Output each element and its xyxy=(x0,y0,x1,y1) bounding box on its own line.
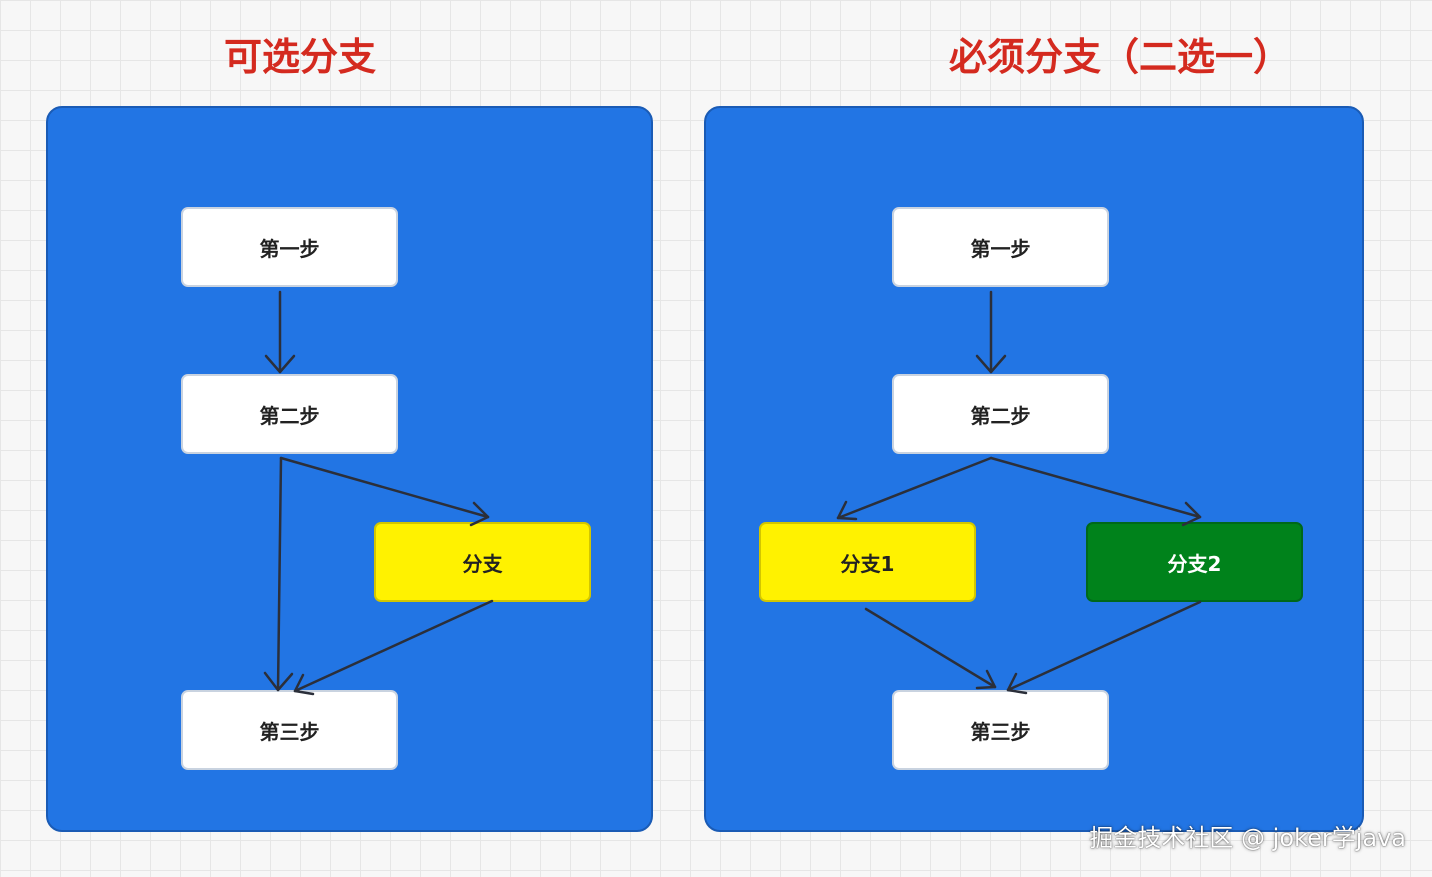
right-branch1-node: 分支1 xyxy=(759,522,976,602)
left-step1-node: 第一步 xyxy=(181,207,398,287)
required-branch-title: 必须分支（二选一） xyxy=(948,35,1291,79)
left-step3-node: 第三步 xyxy=(181,690,398,770)
right-step2-node: 第二步 xyxy=(892,374,1109,454)
watermark-text: 掘金技术社区 @ joker学java xyxy=(1089,824,1406,852)
left-branch-node: 分支 xyxy=(374,522,591,602)
optional-branch-title: 可选分支 xyxy=(223,35,376,79)
right-branch2-node: 分支2 xyxy=(1086,522,1303,602)
left-step2-node: 第二步 xyxy=(181,374,398,454)
right-step1-node: 第一步 xyxy=(892,207,1109,287)
right-step3-node: 第三步 xyxy=(892,690,1109,770)
